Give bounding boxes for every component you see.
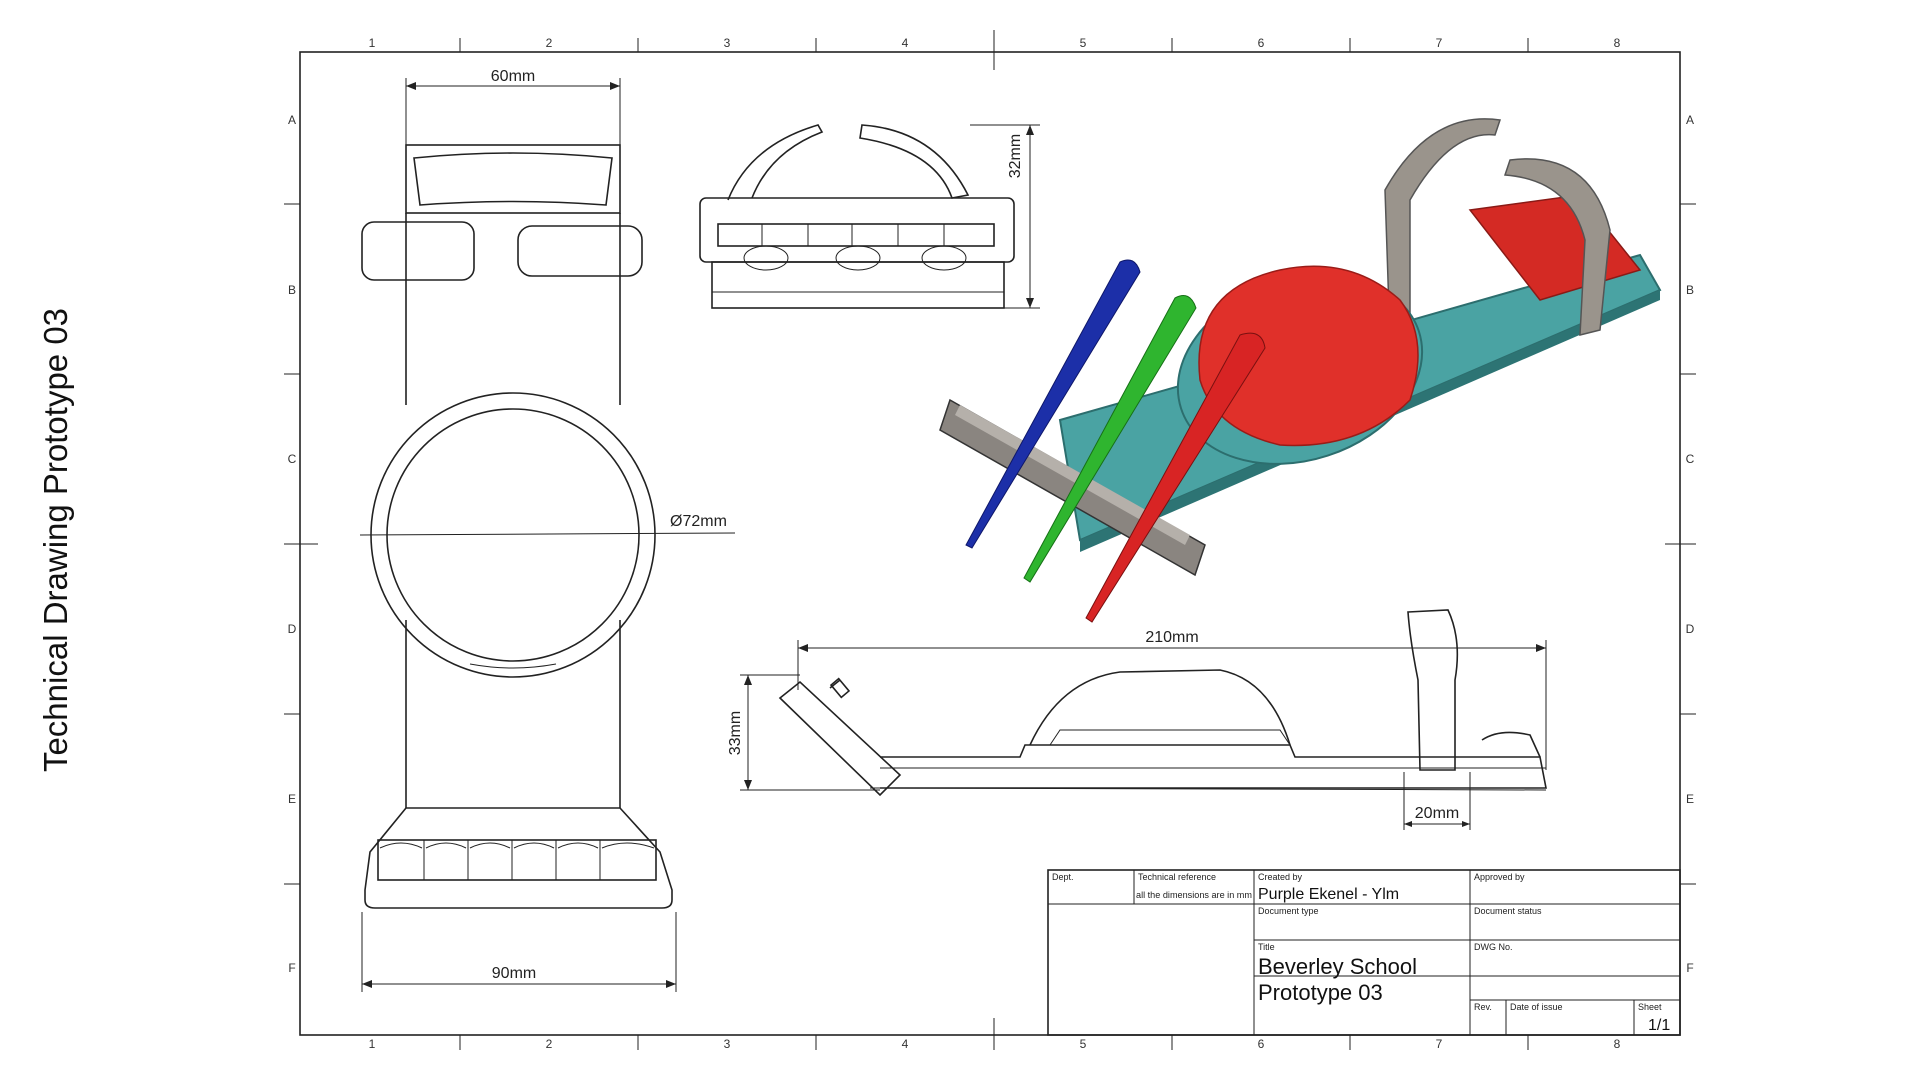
row-label: A <box>288 113 296 127</box>
tb-approved-by-label: Approved by <box>1474 872 1525 882</box>
tb-dept-label: Dept. <box>1052 872 1074 882</box>
tb-document-status-label: Document status <box>1474 906 1542 916</box>
tb-tech-ref-value: all the dimensions are in mm <box>1136 890 1252 900</box>
dim-strap-width: 20mm <box>1415 805 1459 822</box>
tb-rev-label: Rev. <box>1474 1002 1492 1012</box>
col-label: 2 <box>546 36 553 50</box>
front-view: 32mm <box>699 124 1040 309</box>
col-label: 5 <box>1080 36 1087 50</box>
col-label: 8 <box>1614 36 1621 50</box>
grid-row-labels-left: A B C D E F <box>288 113 297 975</box>
row-label: F <box>288 961 295 975</box>
tb-dwg-no-label: DWG No. <box>1474 942 1513 952</box>
top-view: 60mm Ø72mm 90mm <box>359 68 736 992</box>
col-label: 4 <box>902 1037 909 1051</box>
tb-created-by-value: Purple Ekenel - Ylm <box>1258 886 1399 903</box>
grid-column-labels-top: 1 2 3 4 5 6 7 8 <box>369 36 1621 50</box>
row-label: A <box>1686 113 1694 127</box>
strap-right <box>1503 158 1611 336</box>
tb-date-label: Date of issue <box>1510 1002 1563 1012</box>
row-label: C <box>288 452 297 466</box>
row-label: F <box>1686 961 1693 975</box>
stick-blue <box>965 259 1141 549</box>
tb-sheet-label: Sheet <box>1638 1002 1662 1012</box>
isometric-view <box>939 118 1662 623</box>
dim-top-width: 60mm <box>491 68 535 85</box>
stick-red <box>1085 332 1266 623</box>
tb-created-by-label: Created by <box>1258 872 1303 882</box>
tb-title-line2: Prototype 03 <box>1258 980 1383 1005</box>
strap-left <box>1384 118 1501 341</box>
dim-length: 210mm <box>1145 629 1198 646</box>
tb-document-type-label: Document type <box>1258 906 1319 916</box>
col-label: 7 <box>1436 1037 1443 1051</box>
row-label: E <box>288 792 296 806</box>
tb-title-label: Title <box>1258 942 1275 952</box>
row-label: D <box>288 622 297 636</box>
side-view: 210mm 33mm 20mm <box>727 609 1547 830</box>
row-label: B <box>288 283 296 297</box>
col-label: 2 <box>546 1037 553 1051</box>
col-label: 3 <box>724 1037 731 1051</box>
dim-height-side: 33mm <box>727 711 744 755</box>
dim-height-front: 32mm <box>1007 134 1024 178</box>
sheet-border <box>299 51 1681 1036</box>
row-label: D <box>1686 622 1695 636</box>
grid-ticks <box>284 30 1696 1050</box>
stick-green <box>1023 295 1197 583</box>
row-label: C <box>1686 452 1695 466</box>
col-label: 3 <box>724 36 731 50</box>
col-label: 6 <box>1258 36 1265 50</box>
tb-tech-ref-label: Technical reference <box>1138 872 1216 882</box>
grid-column-labels-bottom: 1 2 3 4 5 6 7 8 <box>369 1037 1621 1051</box>
dim-diameter: Ø72mm <box>670 513 727 530</box>
tb-sheet-value: 1/1 <box>1648 1017 1670 1034</box>
col-label: 1 <box>369 1037 376 1051</box>
col-label: 1 <box>369 36 376 50</box>
tb-title-line1: Beverley School <box>1258 954 1417 979</box>
title-block: Dept. Technical reference all the dimens… <box>1047 869 1681 1036</box>
col-label: 5 <box>1080 1037 1087 1051</box>
grid-row-labels-right: A B C D E F <box>1686 113 1695 975</box>
col-label: 6 <box>1258 1037 1265 1051</box>
dome <box>1198 265 1419 447</box>
row-label: E <box>1686 792 1694 806</box>
col-label: 8 <box>1614 1037 1621 1051</box>
row-label: B <box>1686 283 1694 297</box>
col-label: 4 <box>902 36 909 50</box>
dim-bottom-width: 90mm <box>492 965 536 982</box>
col-label: 7 <box>1436 36 1443 50</box>
